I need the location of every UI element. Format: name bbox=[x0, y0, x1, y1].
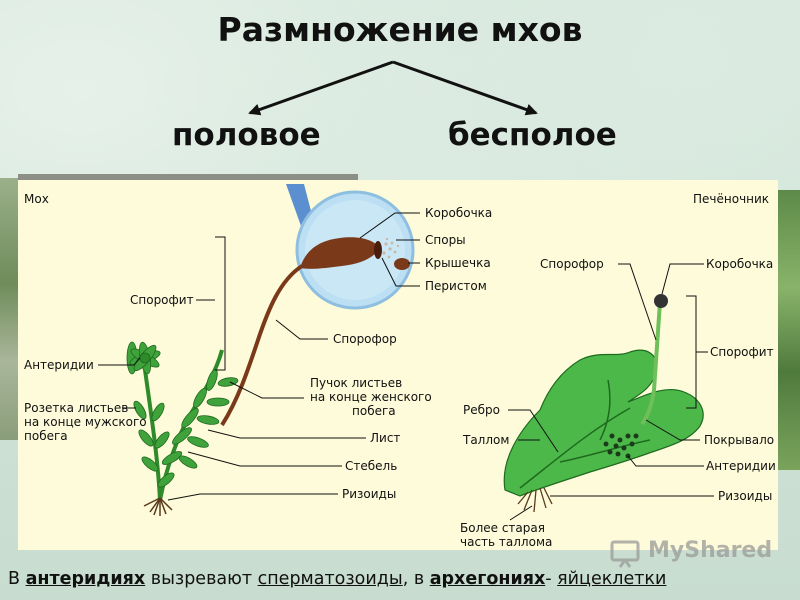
liverwort-heading: Печёночник bbox=[693, 192, 769, 206]
slide-title: Размножение мхов bbox=[217, 10, 583, 49]
label-liverwort-capsule: Коробочка bbox=[706, 257, 773, 271]
term-sperm: сперматозоиды bbox=[257, 569, 403, 589]
label-rib: Ребро bbox=[463, 403, 500, 417]
liverwort-leaders bbox=[508, 263, 714, 521]
moss-leaders bbox=[98, 212, 420, 501]
label-liverwort-antheridia: Антеридии bbox=[706, 459, 776, 473]
diagram-panel: Мох bbox=[18, 180, 778, 550]
moss-photo-right bbox=[778, 190, 800, 470]
liverwort-antheridia bbox=[603, 433, 639, 459]
liverwort-thallus bbox=[503, 349, 704, 497]
moss-heading: Мох bbox=[24, 192, 49, 206]
caption-text: , в bbox=[402, 569, 430, 589]
label-moss-sporophore: Спорофор bbox=[333, 332, 397, 346]
term-archegonia: архегониях bbox=[429, 569, 546, 589]
liverwort-sporophyte-bracket bbox=[686, 295, 697, 409]
label-male-rosette-3: побега bbox=[24, 429, 68, 443]
label-lid: Крышечка bbox=[425, 256, 491, 270]
term-antheridia: антеридиях bbox=[25, 569, 146, 589]
branch-arrows bbox=[248, 60, 538, 116]
label-male-rosette-1: Розетка листьев bbox=[24, 401, 128, 415]
label-thallus: Таллом bbox=[462, 433, 509, 447]
liverwort-rhizoids bbox=[517, 487, 553, 513]
capsule bbox=[300, 237, 380, 269]
label-stem: Стебель bbox=[345, 459, 397, 473]
caption: В антеридиях вызревают сперматозоиды, в … bbox=[8, 569, 666, 589]
watermark: MyShared bbox=[608, 536, 778, 568]
arrow-right bbox=[392, 60, 538, 116]
label-antheridia: Антеридии bbox=[24, 358, 94, 372]
moss-liverwort-diagram: Мох bbox=[24, 184, 776, 549]
moss-sporophore-stalk bbox=[220, 264, 304, 427]
arrow-left bbox=[248, 60, 394, 116]
caption-text: В bbox=[8, 569, 26, 589]
branch-asexual: бесполое bbox=[448, 117, 617, 153]
label-female-tuft-3: побега bbox=[352, 404, 396, 418]
label-leaf: Лист bbox=[370, 431, 400, 445]
label-male-rosette-2: на конце мужского bbox=[24, 415, 147, 429]
moss-sporophyte-bracket bbox=[215, 236, 226, 371]
capsule-lid bbox=[394, 258, 410, 270]
liverwort-sporophore-stalk bbox=[640, 301, 662, 426]
moss-leaves bbox=[133, 369, 239, 488]
moss-photo-strip bbox=[18, 174, 358, 180]
label-peristome: Перистом bbox=[425, 279, 487, 293]
label-spores: Споры bbox=[425, 233, 466, 247]
label-old-part-1: Более старая bbox=[460, 521, 545, 535]
label-moss-rhizoids: Ризоиды bbox=[342, 487, 396, 501]
caption-text: вызревают bbox=[145, 569, 258, 589]
label-female-tuft-1: Пучок листьев bbox=[310, 376, 402, 390]
male-rosette bbox=[126, 341, 161, 375]
label-old-part-2: часть таллома bbox=[460, 535, 552, 549]
label-cover: Покрывало bbox=[704, 433, 774, 447]
label-capsule: Коробочка bbox=[425, 206, 492, 220]
moss-rhizoids bbox=[143, 497, 173, 516]
watermark-text: MyShared bbox=[648, 538, 773, 563]
label-liverwort-sporophyte: Спорофит bbox=[710, 345, 774, 359]
label-liverwort-rhizoids: Ризоиды bbox=[718, 489, 772, 503]
caption-text: - bbox=[545, 569, 558, 589]
branch-sexual: половое bbox=[172, 117, 321, 153]
thallus-ribs bbox=[519, 379, 651, 489]
term-eggs: яйцеклетки bbox=[557, 569, 667, 589]
label-liverwort-sporophore: Спорофор bbox=[540, 257, 604, 271]
capsule-mouth bbox=[374, 241, 382, 259]
label-moss-sporophyte: Спорофит bbox=[130, 293, 194, 307]
moss-photo-left bbox=[0, 178, 22, 440]
presentation-icon bbox=[610, 540, 640, 568]
label-female-tuft-2: на конце женского bbox=[310, 390, 432, 404]
spores bbox=[382, 237, 400, 259]
liverwort-capsule bbox=[654, 294, 668, 308]
